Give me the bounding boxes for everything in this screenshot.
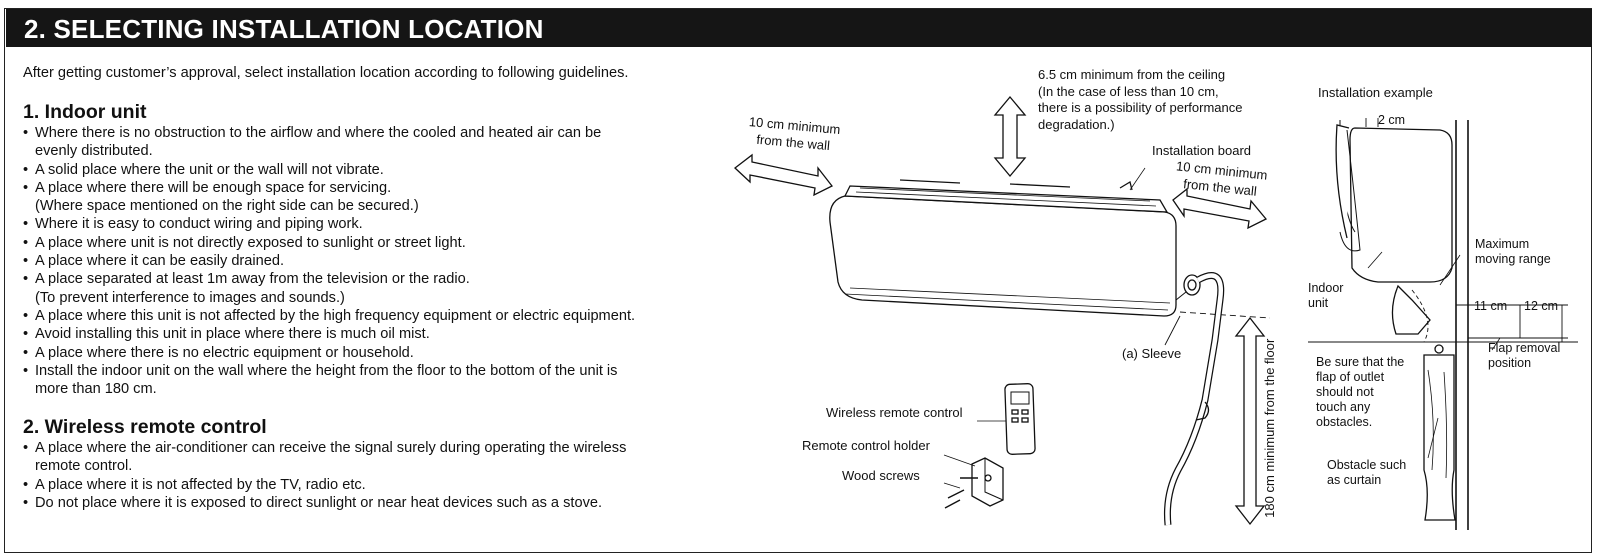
bullet-icon: •: [23, 307, 29, 324]
remote-list-item: • A place where it is not affected by the…: [23, 476, 723, 494]
intro-text: After getting customer’s approval, selec…: [23, 65, 629, 81]
list-item-text: A place where there is no electric equip…: [35, 344, 414, 361]
wireless-remote-label: Wireless remote control: [826, 405, 963, 420]
indoor-unit-list: • Where there is no obstruction to the ai…: [23, 124, 723, 398]
indoor-list-item: • A place where there is no electric equi…: [23, 344, 723, 362]
bullet-icon: •: [23, 362, 29, 379]
floor-clearance-arrow: [1234, 316, 1266, 526]
bullet-icon: •: [23, 216, 29, 233]
dimension-12cm-label: 12 cm: [1524, 299, 1559, 313]
side-profile-drawing: [1308, 118, 1578, 530]
list-item-text: A place where it can be easily drained.: [35, 253, 285, 270]
indoor-unit-heading: 1. Indoor unit: [23, 101, 147, 123]
list-item-text: A place where it is not affected by the …: [35, 476, 366, 493]
indoor-list-item: • A solid place where the unit or the wal…: [23, 161, 723, 179]
remote-list-item: • Do not place where it is exposed to dir…: [23, 494, 723, 512]
floor-clearance-label: 180 cm minimum from the floor: [1261, 338, 1277, 518]
list-item-text: A place where unit is not directly expos…: [35, 234, 466, 251]
remote-control-heading: 2. Wireless remote control: [23, 416, 267, 438]
gap-dimension-label: 2 cm: [1378, 113, 1406, 127]
remote-holder-label: Remote control holder: [802, 438, 930, 453]
bullet-icon: •: [23, 161, 29, 178]
list-item-text: Do not place where it is exposed to dire…: [35, 494, 603, 511]
left-clearance-arrow: [733, 153, 833, 197]
bullet-icon: •: [23, 125, 29, 141]
bullet-icon: •: [23, 494, 29, 511]
indoor-list-item: • A place where there will be enough spac…: [23, 179, 723, 216]
section-title: 2. SELECTING INSTALLATION LOCATION: [24, 14, 544, 44]
installation-board-label: Installation board: [1152, 143, 1252, 158]
wood-screws-label: Wood screws: [842, 468, 920, 483]
list-item-text: (Where space mentioned on the right side…: [35, 198, 419, 215]
list-item-text: A place where there will be enough space…: [35, 179, 392, 196]
indoor-list-item: • A place separated at least 1m away from…: [23, 270, 723, 307]
indoor-list-item: • A place where it can be easily drained.: [23, 252, 723, 270]
remote-control-list: • A place where the air-conditioner can r…: [23, 439, 723, 512]
bullet-icon: •: [23, 253, 29, 270]
dimension-11cm-label: 11 cm: [1474, 299, 1508, 313]
list-item-text: A place where this unit is not affected …: [35, 307, 636, 324]
list-item-text: more than 180 cm.: [35, 381, 157, 398]
section-header: 2. SELECTING INSTALLATION LOCATION: [6, 9, 1592, 47]
list-item-text: Install the indoor unit on the wall wher…: [35, 362, 618, 379]
list-item-text: remote control.: [35, 458, 133, 475]
right-clearance-arrow: [1172, 187, 1268, 230]
bullet-icon: •: [23, 344, 29, 361]
list-item-text: Where there is no obstruction to the air…: [35, 125, 602, 141]
ceiling-clearance-label: 6.5 cm minimum from the ceiling(In the c…: [1038, 67, 1243, 132]
bullet-icon: •: [23, 271, 29, 288]
indoor-list-item: • Where it is easy to conduct wiring and …: [23, 215, 723, 233]
indoor-list-item: • Install the indoor unit on the wall whe…: [23, 362, 723, 399]
remote-holder-drawing: [943, 454, 1004, 509]
sleeve-and-hose: [1164, 272, 1225, 526]
list-item-text: Where it is easy to conduct wiring and p…: [35, 216, 363, 233]
list-item-text: A solid place where the unit or the wall…: [35, 161, 384, 178]
list-item-text: (To prevent interference to images and s…: [35, 289, 345, 306]
bullet-icon: •: [23, 476, 29, 493]
indoor-list-item: • A place where this unit is not affected…: [23, 307, 723, 325]
bullet-icon: •: [23, 326, 29, 343]
list-item-text: A place separated at least 1m away from …: [35, 271, 470, 288]
indoor-unit-drawing: [829, 167, 1177, 317]
ceiling-clearance-arrow: [993, 95, 1027, 178]
indoor-list-item: • Avoid installing this unit in place whe…: [23, 325, 723, 343]
remote-control-drawing: [977, 383, 1036, 455]
bullet-icon: •: [23, 234, 29, 251]
bullet-icon: •: [23, 440, 29, 456]
list-item-text: evenly distributed.: [35, 143, 153, 160]
remote-list-item: • A place where the air-conditioner can r…: [23, 439, 723, 476]
sleeve-label: (a) Sleeve: [1122, 346, 1182, 361]
bullet-icon: •: [23, 179, 29, 196]
installation-example-label: Installation example: [1318, 85, 1433, 100]
list-item-text: A place where the air-conditioner can re…: [35, 440, 627, 456]
list-item-text: Avoid installing this unit in place wher…: [35, 326, 430, 343]
indoor-list-item: • A place where unit is not directly expo…: [23, 234, 723, 252]
page-frame: [4, 8, 1592, 553]
indoor-list-item: • Where there is no obstruction to the ai…: [23, 124, 723, 161]
